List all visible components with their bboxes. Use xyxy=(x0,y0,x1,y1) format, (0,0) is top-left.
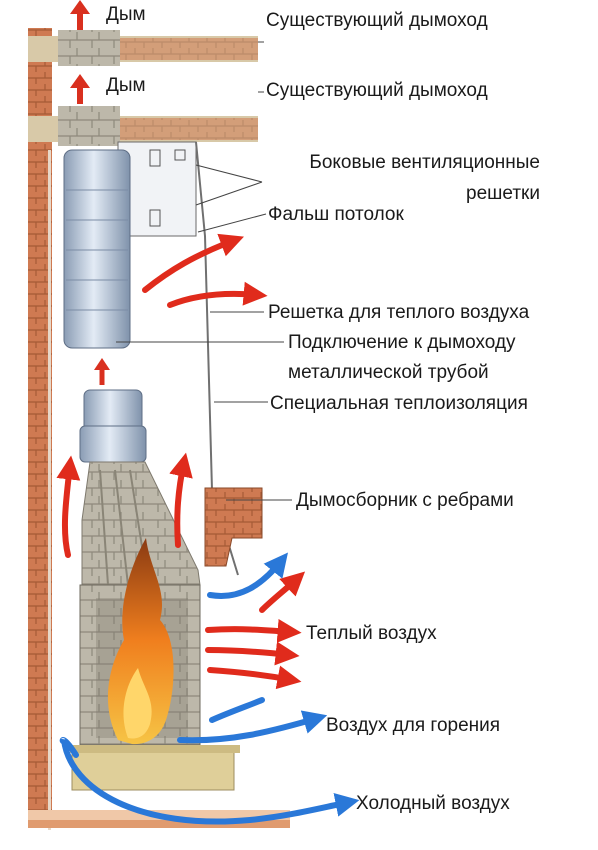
hot-air-arrow-icon xyxy=(142,233,244,293)
metal-pipe-flange xyxy=(79,425,147,463)
hot-air-arrow-icon xyxy=(259,571,306,613)
cold-air-arrow-icon xyxy=(207,552,288,599)
pipe-corrugation-upper xyxy=(66,189,128,311)
hot-air-arrow-icon xyxy=(207,665,302,690)
leader-lines xyxy=(116,41,292,501)
label-side-grilles-line2: решетки xyxy=(466,183,540,204)
hot-air-arrow-icon xyxy=(205,641,300,666)
label-warm-air: Теплый воздух xyxy=(306,623,437,644)
cold-air-arrows xyxy=(59,552,360,825)
hot-air-arrow-icon xyxy=(169,452,193,548)
label-cold-air: Холодный воздух xyxy=(356,793,510,814)
hearth-top xyxy=(70,745,240,753)
smoke-label-mid: Дым xyxy=(106,75,146,96)
floor xyxy=(28,818,290,828)
wall-inner-line xyxy=(48,150,51,830)
cold-air-arrow-icon xyxy=(209,697,265,723)
label-connection-line1: Подключение к дымоходу xyxy=(288,332,516,353)
flame-inner xyxy=(123,668,152,739)
ceiling-slab-mid-brick xyxy=(120,118,258,140)
hot-air-arrow-icon xyxy=(167,281,268,308)
cold-air-arrow-icon xyxy=(177,710,328,744)
label-smoke-collector: Дымосборник с ребрами xyxy=(296,490,514,511)
up-arrow-icon xyxy=(94,358,110,385)
hot-air-arrows xyxy=(56,233,306,690)
flame-icon xyxy=(107,538,174,745)
hood-bracket xyxy=(204,487,263,567)
label-false-ceiling: Фальш потолок xyxy=(268,204,404,225)
ceiling-slab-top-brick xyxy=(120,38,258,60)
label-connection-line2: металлической трубой xyxy=(288,362,489,383)
side-grille-mark xyxy=(174,149,186,161)
chimney-top xyxy=(58,30,120,66)
metal-pipe-upper xyxy=(63,149,131,349)
side-grille-1 xyxy=(149,149,161,167)
label-side-grilles-line1: Боковые вентиляционные xyxy=(309,152,540,173)
up-arrow-icon xyxy=(70,0,90,30)
cold-air-arrow-icon xyxy=(59,737,360,825)
side-grille-2 xyxy=(149,209,161,227)
label-chimney-top: Существующий дымоход xyxy=(266,10,488,31)
chimney-mid xyxy=(58,106,120,146)
label-insulation: Специальная теплоизоляция xyxy=(270,393,528,414)
label-warm-grille: Решетка для теплого воздуха xyxy=(268,302,530,323)
hot-air-arrow-icon xyxy=(56,455,81,558)
up-arrow-icon xyxy=(70,74,90,104)
hot-air-arrow-icon xyxy=(205,618,302,643)
hearth xyxy=(71,747,235,791)
false-ceiling-box xyxy=(117,141,197,237)
smoke-label-top: Дым xyxy=(106,4,146,25)
label-combustion-air: Воздух для горения xyxy=(326,715,501,736)
label-chimney-mid: Существующий дымоход xyxy=(266,80,488,101)
